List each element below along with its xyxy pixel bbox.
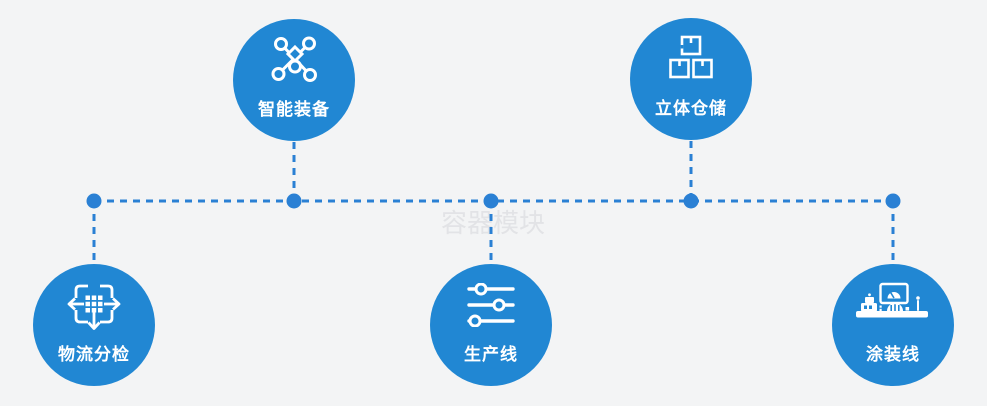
sliders-icon — [467, 283, 515, 327]
connector-dot — [683, 193, 699, 209]
diagram-node-smart-equipment: 智能装备 — [233, 19, 355, 141]
stacked-boxes-icon — [669, 35, 713, 79]
node-label: 涂装线 — [866, 345, 920, 365]
diagram-node-production-line: 生产线 — [430, 264, 552, 386]
node-label: 物流分检 — [58, 345, 130, 365]
connector-dot — [286, 193, 302, 209]
connector-dot — [885, 193, 901, 209]
diagram-node-logistics-sorting: 物流分检 — [33, 264, 155, 386]
node-label: 生产线 — [464, 345, 518, 365]
network-nodes-icon — [271, 36, 317, 82]
sorting-grid-arrows-icon — [67, 284, 121, 330]
watermark-text: 容器模块 — [441, 209, 546, 239]
node-label: 智能装备 — [258, 100, 330, 120]
diagram-node-warehouse: 立体仓储 — [630, 18, 752, 140]
diagram-node-painting-line: 涂装线 — [832, 264, 954, 386]
node-label: 立体仓储 — [655, 99, 727, 119]
connector-dot — [86, 193, 102, 209]
paint-station-icon — [856, 282, 928, 318]
connector-dot — [483, 193, 499, 209]
